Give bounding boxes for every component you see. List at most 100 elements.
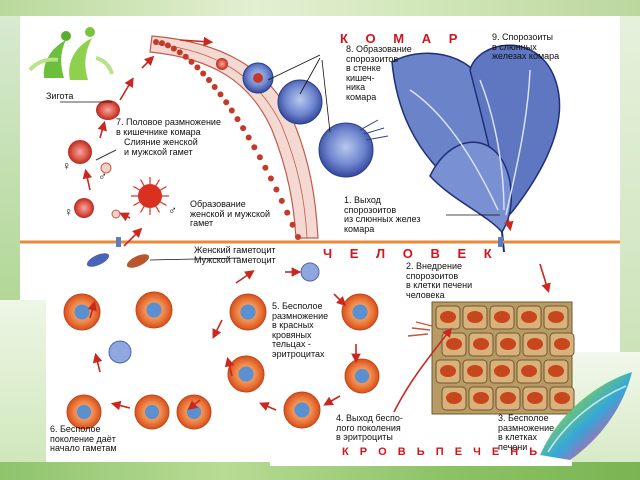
gut-cell-nucleus (170, 45, 177, 52)
divider-marker-left (116, 237, 121, 247)
gut-cell-nucleus (234, 116, 241, 123)
gut-cell-nucleus (228, 107, 235, 114)
slide-frame-right (620, 16, 640, 462)
erythrocyte (134, 394, 170, 430)
gut-cell-nucleus (206, 77, 212, 83)
liver-cell (516, 359, 542, 384)
gut-cell-nucleus (164, 42, 171, 49)
male-gamete-star (131, 177, 169, 215)
erythrocyte-cycle (63, 291, 380, 430)
gut-cell-nucleus (262, 164, 269, 171)
bottom-white-strip (270, 452, 572, 466)
liver-cell (495, 332, 521, 357)
oocyst-medium (277, 79, 323, 125)
divider-marker-right (498, 237, 503, 247)
erythrocyte (229, 293, 267, 331)
title-blood-liver: К Р О В Ь П Е Ч Е Н Ь (342, 446, 542, 458)
erythrocyte (176, 394, 212, 430)
gut-cell-nucleus (256, 154, 263, 161)
liver-cell (468, 386, 494, 411)
cycle-arrows (82, 36, 551, 413)
liver-cell (441, 332, 467, 357)
gut-cell-nucleus (211, 84, 218, 90)
gut-cell-nucleus (278, 197, 285, 204)
liver-cell (462, 359, 488, 384)
gut-cell-nucleus (284, 209, 291, 216)
male-gametocyte-cell (126, 254, 150, 268)
liver-cell (549, 332, 575, 357)
green-human-figures-logo (28, 27, 114, 80)
female-symbol-bottom: ♀ (64, 205, 73, 219)
male-gamete-small (111, 209, 121, 219)
gut-cell-nucleus (182, 53, 189, 60)
gut-cell-nucleus (251, 144, 258, 151)
female-symbol-top: ♀ (62, 159, 71, 173)
label-zygote: Зигота (46, 91, 74, 101)
gut-cell-nucleus (200, 70, 207, 77)
liver-cell (489, 359, 515, 384)
mosquito-gut-wall (149, 35, 319, 240)
gut-cell-nucleus (267, 175, 274, 182)
male-symbol-top: ♂ (98, 169, 107, 183)
erythrocyte (135, 291, 173, 329)
ookinete (216, 58, 228, 70)
gut-cell-nucleus (176, 49, 183, 56)
liver-cell (468, 332, 494, 357)
slide-frame-bottom (0, 462, 640, 480)
liver-cell (441, 386, 467, 411)
gut-cell-nucleus (217, 91, 224, 98)
mosquito-salivary-glands (391, 44, 561, 253)
gut-cell-nucleus (188, 58, 195, 65)
liver-cell (435, 359, 461, 384)
gut-cell-nucleus (289, 221, 296, 228)
slide-frame-left-panel (0, 300, 46, 465)
gut-cell-nucleus (153, 39, 159, 45)
label-male-gametocyte: Мужской гаметоцит (194, 255, 276, 265)
liver-cell (516, 305, 542, 330)
gut-cell-nucleus (295, 234, 301, 240)
erythrocyte (227, 355, 265, 393)
erythrocyte (283, 391, 321, 429)
oocyst-small (242, 62, 274, 94)
erythrocyte (66, 394, 102, 430)
gut-cell-nucleus (223, 99, 230, 106)
zygote-cell (96, 100, 120, 120)
label-female-gametocyte: Женский гаметоцит (194, 245, 276, 255)
label-pointers (149, 54, 500, 261)
gut-cell-nucleus (273, 186, 280, 193)
gut-cell-nucleus (159, 40, 165, 47)
rainbow-page-curl (540, 372, 632, 460)
liver-cell (549, 386, 575, 411)
liver-cell (522, 332, 548, 357)
liver-cell (543, 305, 569, 330)
liver-cell (489, 305, 515, 330)
male-symbol-bottom: ♂ (168, 203, 177, 217)
title-human: Ч Е Л О В Е К (323, 246, 499, 261)
title-mosquito: К О М А Р (340, 31, 465, 46)
gamete-fusion-cell (68, 140, 117, 164)
liver-cell (462, 305, 488, 330)
sporozoite-stream (407, 321, 433, 337)
female-gamete-top (100, 162, 112, 174)
gut-cell-nucleus (245, 134, 252, 141)
liver-cell (495, 386, 521, 411)
liver-cell (543, 359, 569, 384)
oocyst-rupturing (318, 119, 389, 178)
gut-cell-nucleus (194, 64, 201, 71)
female-gamete-bottom (74, 198, 94, 218)
erythrocyte (63, 293, 101, 331)
liver-cell (435, 305, 461, 330)
slide-frame-top (0, 0, 640, 16)
